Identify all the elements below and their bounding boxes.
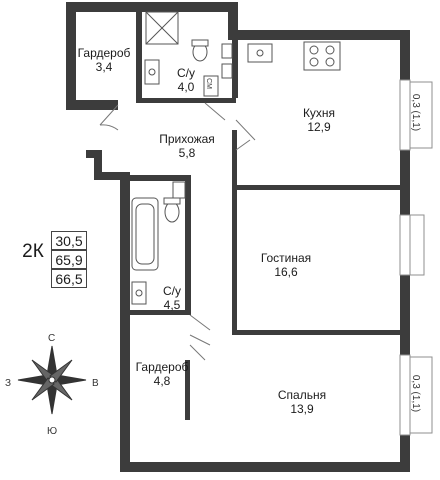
room-area: 4,5 — [163, 298, 181, 312]
room-wardrobe-top: Гардероб 3,4 — [78, 46, 131, 74]
room-name: С/у — [163, 284, 181, 298]
sink-top — [144, 59, 160, 85]
room-name: Гардероб — [77, 46, 131, 60]
room-bedroom: Спальня 13,9 — [278, 388, 326, 416]
sink-bottom — [131, 281, 147, 305]
compass-east: В — [92, 378, 99, 389]
windows — [399, 79, 411, 436]
apartment-type-box: 2К 30,5 65,9 66,5 — [17, 229, 87, 289]
balcony-lower-label: 0,3 (1,1) — [410, 374, 422, 413]
apartment-type: 2К — [22, 241, 44, 262]
room-bath-top: С/у 4,0 — [177, 66, 195, 94]
compass-south: Ю — [47, 426, 58, 437]
room-bath-bottom: С/у 4,5 — [163, 284, 181, 312]
room-living: Гостиная 16,6 — [261, 251, 311, 279]
area-total-balcony: 66,5 — [51, 269, 87, 288]
kitchen-stove — [303, 41, 341, 71]
compass-north: С — [48, 333, 56, 344]
area-total: 65,9 — [51, 250, 87, 269]
room-name: Спальня — [277, 388, 327, 402]
area-living: 30,5 — [51, 231, 87, 250]
washer-label: СМ — [204, 78, 212, 89]
room-name: Гостиная — [260, 251, 312, 265]
compass-rose-icon — [17, 345, 87, 415]
room-area: 16,6 — [274, 265, 298, 279]
kitchen-sink — [247, 43, 273, 63]
balcony-upper-label: 0,3 (1,1) — [410, 93, 422, 132]
room-area: 3,4 — [95, 60, 113, 74]
toilet-bottom — [163, 197, 181, 223]
bathtub — [131, 197, 159, 271]
room-area: 5,8 — [178, 146, 196, 160]
room-name: Гардероб — [135, 360, 189, 374]
room-name: Кухня — [302, 106, 336, 120]
room-area: 4,8 — [153, 374, 171, 388]
doors — [99, 102, 256, 361]
room-hall: Прихожая 5,8 — [159, 132, 215, 160]
room-kitchen: Кухня 12,9 — [303, 106, 335, 134]
room-area: 12,9 — [307, 120, 331, 134]
room-area: 13,9 — [290, 402, 314, 416]
toilet-top — [191, 39, 209, 62]
room-name: С/у — [177, 66, 195, 80]
compass-west: З — [5, 378, 12, 389]
balconies — [409, 81, 433, 434]
shafts — [172, 43, 233, 199]
shower-tray — [145, 11, 179, 45]
room-name: Прихожая — [159, 132, 215, 146]
room-area: 4,0 — [177, 80, 195, 94]
washer-box — [203, 75, 219, 97]
room-wardrobe-bottom: Гардероб 4,8 — [136, 360, 189, 388]
